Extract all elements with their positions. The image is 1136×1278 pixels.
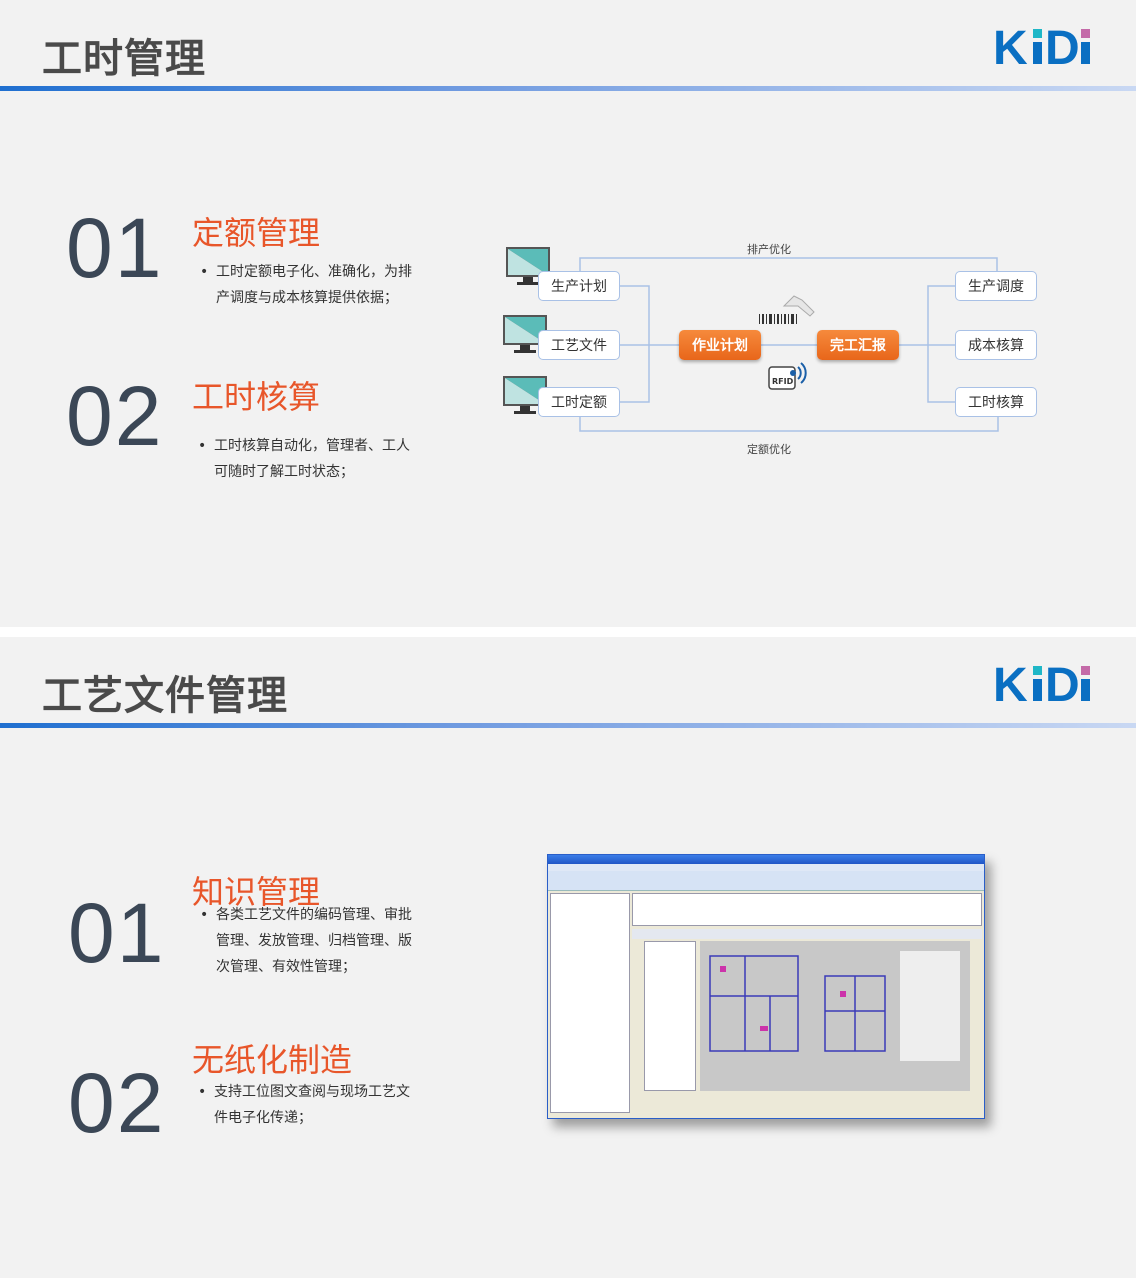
rfid-label: RFID	[772, 377, 794, 386]
item-description: 工时核算自动化，管理者、工人可随时了解工时状态；	[198, 433, 413, 485]
item-description: 支持工位图文查阅与现场工艺文件电子化传递；	[198, 1079, 413, 1131]
file-table	[632, 893, 982, 926]
item-number: 02	[68, 1056, 166, 1150]
rfid-icon: RFID	[768, 362, 807, 390]
slide-work-hours: 工时管理 K D 01 定额管理 工时定额电子化、准确化，为排产调度与成本核算提…	[0, 0, 1136, 627]
menu-bar	[548, 864, 984, 871]
center-completion-report: 完工汇报	[817, 330, 899, 360]
drawing-view	[700, 941, 970, 1091]
slide-title: 工时管理	[42, 36, 206, 82]
svg-text:K: K	[993, 24, 1028, 68]
svg-text:D: D	[1045, 661, 1080, 705]
item-number: 02	[66, 369, 164, 463]
input-time-quota: 工时定额	[538, 387, 620, 417]
bottom-loop-label: 定额优化	[747, 443, 791, 456]
input-process-docs: 工艺文件	[538, 330, 620, 360]
header-rule	[0, 723, 1136, 728]
viewer-toolbar	[632, 929, 982, 939]
svg-text:D: D	[1045, 24, 1080, 68]
slide-process-docs: 工艺文件管理 K D 01 知识管理 各类工艺文件的编码管理、审批管理、发放管理…	[0, 637, 1136, 1278]
item-description: 各类工艺文件的编码管理、审批管理、发放管理、归档管理、版次管理、有效性管理；	[200, 902, 422, 980]
floor-plan-drawing	[709, 951, 960, 1061]
item-heading: 工时核算	[192, 378, 321, 416]
output-cost-accounting: 成本核算	[955, 330, 1037, 360]
item-number: 01	[66, 201, 164, 295]
top-loop-label: 排产优化	[747, 243, 791, 256]
toolbar	[548, 871, 984, 891]
item-number: 01	[68, 886, 166, 980]
tree-panel	[550, 893, 630, 1113]
slide-title: 工艺文件管理	[42, 673, 288, 719]
item-heading: 定额管理	[192, 214, 321, 252]
window-titlebar	[548, 855, 984, 864]
software-screenshot	[547, 854, 985, 1119]
output-hours-accounting: 工时核算	[955, 387, 1037, 417]
svg-text:K: K	[993, 661, 1028, 705]
output-scheduling: 生产调度	[955, 271, 1037, 301]
input-production-plan: 生产计划	[538, 271, 620, 301]
center-work-plan: 作业计划	[679, 330, 761, 360]
item-heading: 无纸化制造	[192, 1041, 353, 1079]
kidi-logo: K D	[993, 661, 1090, 705]
diagram-connectors	[579, 257, 999, 432]
item-description: 工时定额电子化、准确化，为排产调度与成本核算提供依据；	[200, 259, 415, 311]
bookmark-panel	[644, 941, 696, 1091]
header-rule	[0, 86, 1136, 91]
barcode-scanner-icon	[759, 295, 815, 324]
kidi-logo: K D	[993, 24, 1090, 68]
